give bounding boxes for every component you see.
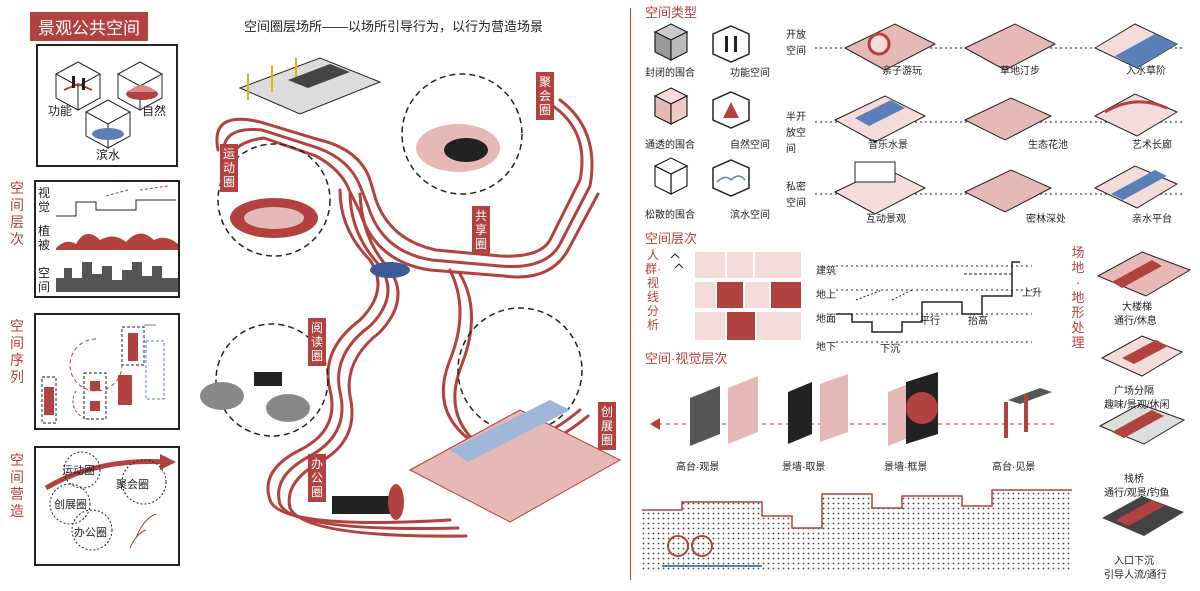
terrain-stairs: 大楼梯 [1122, 302, 1152, 313]
left-title: 景观公共空间 [30, 12, 148, 41]
levels-title: 空间层次 [645, 231, 698, 246]
terrain-trestle: 栈桥 [1124, 474, 1144, 485]
levels-side-label: 空间层次 [10, 180, 24, 247]
make-circle-sport: 运动圈 [62, 465, 95, 477]
scene-kids-play: 亲子游玩 [882, 66, 922, 77]
visual-item-wall-capture: 景墙·取景 [782, 462, 826, 473]
type-cubes [653, 23, 750, 197]
circles-illustration [44, 451, 176, 551]
space-levels-box: 视觉 植被 空间 [34, 180, 180, 298]
type-row-open: 开放空间 [786, 30, 806, 57]
section-note-parallel: 平行 [920, 316, 940, 327]
crowd-grid [670, 252, 801, 340]
terrain-illustrations [1096, 251, 1192, 536]
scene-interactive: 互动景观 [866, 214, 906, 225]
type-cube-function: 功能空间 [730, 68, 770, 79]
make-circle-exhibit: 创展圈 [54, 499, 87, 511]
terrain-side-label: 场地·地形处理 [1071, 245, 1085, 350]
type-row-private: 私密空间 [786, 182, 806, 209]
scene-music-water: 音乐水景 [868, 140, 908, 151]
scene-lawn-steps: 草地汀步 [1000, 66, 1040, 77]
box1-label-function: 功能 [48, 104, 73, 118]
terrain-trestle-sub: 通行/观景/钓鱼 [1104, 488, 1170, 499]
visual-item-highland-view: 高台·观景 [676, 462, 720, 473]
section-label-ground: 地面 [816, 314, 836, 325]
scene-water-steps: 入水草阶 [1126, 66, 1166, 77]
levels-row-vegetation: 植被 [38, 224, 51, 252]
scene-deep-forest: 密林深处 [1026, 214, 1066, 225]
type-cube-loose: 松散的围合 [645, 210, 695, 221]
type-cube-waterfront: 滨水空间 [730, 210, 770, 221]
sequence-side-label: 空间序列 [10, 318, 24, 385]
section-label-above: 地上 [816, 290, 836, 301]
zone-label-share: 共享圈 [472, 206, 490, 254]
types-title: 空间类型 [645, 5, 698, 20]
section-note-rise: 上升 [1022, 288, 1042, 299]
terrain-entrance: 入口下沉 [1114, 556, 1154, 567]
section-label-building: 建筑 [816, 266, 836, 277]
visual-sequence [650, 372, 1058, 446]
space-sequence-box [34, 313, 180, 430]
make-circle-office: 办公圈 [74, 527, 107, 539]
center-title: 空间圈层场所——以场所引导行为，以行为营造场景 [244, 19, 544, 34]
terrain-entrance-sub: 引导人流/通行 [1104, 570, 1167, 581]
visual-item-wall-frame: 景墙·框景 [884, 462, 928, 473]
crowd-analysis-label: 人群·视线分析 [645, 248, 661, 332]
zone-label-sport: 运动圈 [220, 144, 238, 192]
zone-label-gathering: 聚会圈 [536, 72, 554, 120]
section-note-sunken: 下沉 [880, 344, 900, 355]
type-cube-nature: 自然空间 [730, 140, 770, 151]
function-nature-water-box: 功能 自然 滨水 [36, 44, 178, 167]
zone-label-reading: 阅读圈 [308, 318, 326, 366]
type-row-semi-open: 半开放空间 [786, 112, 806, 155]
box1-label-water: 滨水 [96, 148, 121, 162]
terrain-stairs-sub: 通行/休息 [1114, 316, 1157, 327]
scene-water-platform: 亲水平台 [1132, 214, 1172, 225]
levels-row-visual: 视觉 [38, 186, 51, 214]
zone-label-exhibition: 创展圈 [598, 402, 616, 450]
make-circle-gather: 聚会圈 [116, 479, 149, 491]
circle-layer-diagram [200, 57, 622, 538]
bottom-section-profile [642, 489, 1072, 572]
levels-row-space: 空间 [38, 266, 51, 294]
levels-illustration [56, 185, 178, 292]
terrain-plaza: 广场分隔 [1114, 386, 1154, 397]
visual-title: 空间·视觉层次 [645, 351, 728, 366]
cube-cluster-illustration [54, 61, 164, 149]
scene-eco-planter: 生态花池 [1028, 140, 1068, 151]
space-making-box: 运动圈 聚会圈 创展圈 办公圈 [34, 446, 180, 566]
zone-label-office: 办公圈 [308, 454, 326, 502]
sequence-illustration [41, 324, 165, 424]
level-section-diagram [836, 261, 1032, 343]
center-right-divider [630, 8, 631, 580]
terrain-plaza-sub: 趣味/景观/休闲 [1104, 400, 1170, 411]
type-cube-enclosed: 封闭的围合 [645, 68, 695, 79]
type-cube-transparent: 通透的围合 [645, 140, 695, 151]
visual-item-highland-see: 高台·见景 [992, 462, 1036, 473]
type-scenes [815, 23, 1185, 215]
box1-label-nature: 自然 [142, 104, 167, 118]
section-label-below: 地下 [816, 342, 836, 353]
scene-art-corridor: 艺术长廊 [1132, 140, 1172, 151]
section-note-raised: 抬高 [968, 316, 988, 327]
make-side-label: 空间营造 [10, 452, 24, 519]
